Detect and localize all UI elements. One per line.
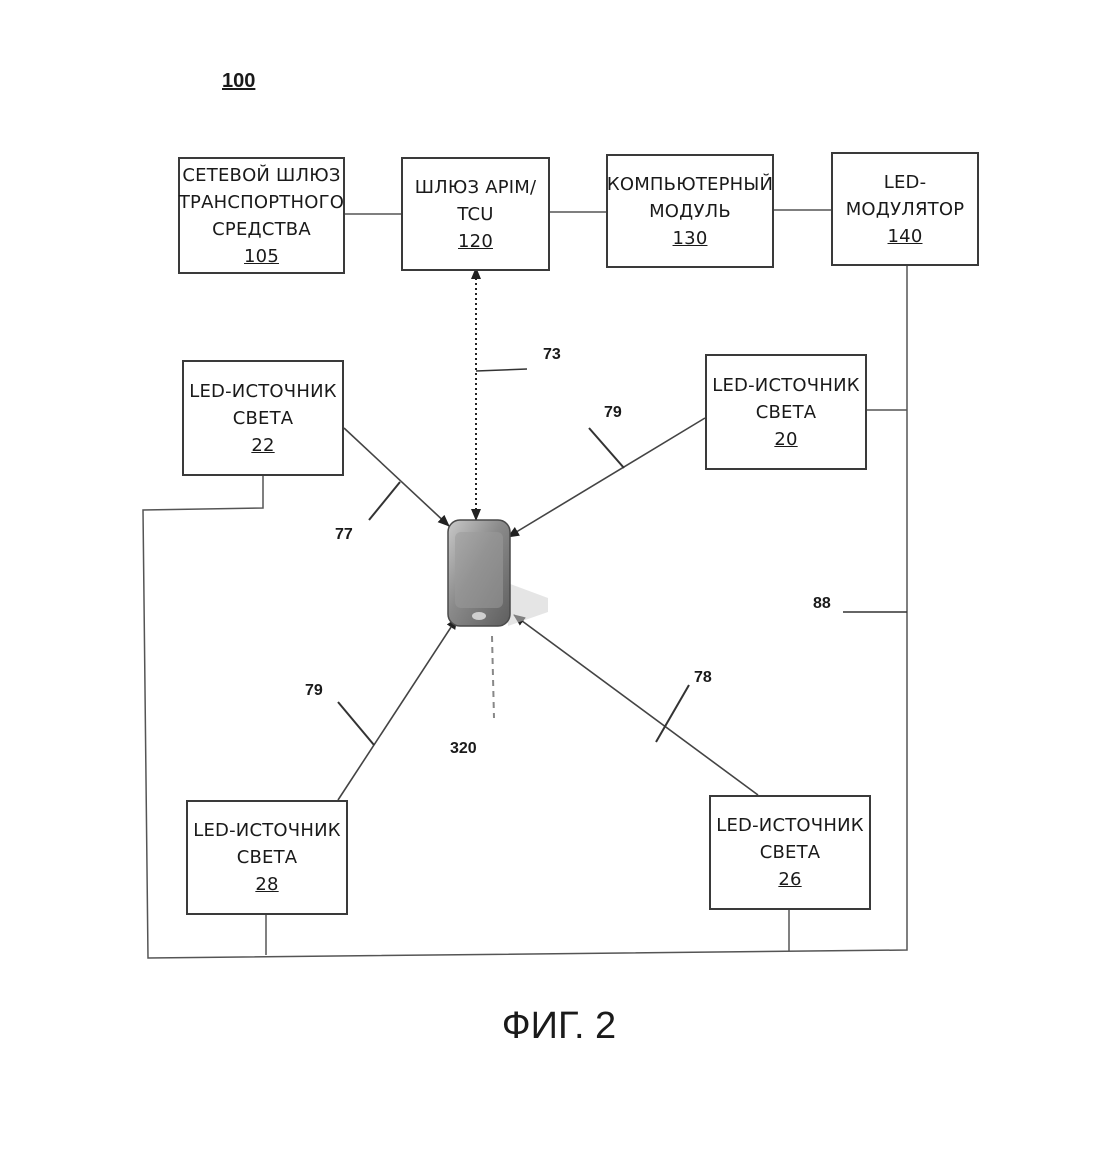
callout-77: 77 <box>335 526 353 543</box>
block-text: МОДУЛЯТОР <box>845 198 965 220</box>
block-ref: 120 <box>458 230 493 252</box>
figure-caption: ФИГ. 2 <box>501 1005 617 1047</box>
leader-77 <box>368 481 401 521</box>
led-light-source-20: LED-ИСТОЧНИК СВЕТА 20 <box>705 354 867 470</box>
block-text: ШЛЮЗ APIM/ <box>414 176 537 198</box>
system-reference: 100 <box>222 70 256 92</box>
callout-73: 73 <box>543 346 561 363</box>
block-text: МОДУЛЬ <box>649 200 731 222</box>
leader-73 <box>475 368 528 372</box>
block-ref: 140 <box>887 225 923 247</box>
beam-79-top <box>507 417 706 538</box>
block-text: СВЕТА <box>759 842 821 863</box>
callout-320: 320 <box>450 740 477 757</box>
mobile-device-320 <box>447 519 548 627</box>
block-text: СРЕДСТВА <box>212 218 311 240</box>
block-text: КОМПЬЮТЕРНЫЙ <box>606 173 774 195</box>
callout-79-bottom: 79 <box>305 682 323 699</box>
block-ref: 22 <box>251 434 275 456</box>
leader-78 <box>655 684 690 743</box>
block-text: LED-ИСТОЧНИК <box>712 374 860 396</box>
block-text: LED-ИСТОЧНИК <box>716 815 864 836</box>
block-text: СЕТЕВОЙ ШЛЮЗ <box>182 164 341 186</box>
leader-320 <box>491 635 495 719</box>
led-light-source-26: LED-ИСТОЧНИК СВЕТА 26 <box>709 795 871 910</box>
block-text: LED-ИСТОЧНИК <box>189 380 337 402</box>
block-ref: 130 <box>672 227 708 249</box>
bus-88 <box>142 266 908 959</box>
beam-79-bottom <box>337 617 458 801</box>
block-text: LED-ИСТОЧНИК <box>193 820 341 841</box>
leader-79-top <box>588 427 625 469</box>
led-light-source-22: LED-ИСТОЧНИК СВЕТА 22 <box>182 360 344 476</box>
block-ref: 20 <box>774 428 798 450</box>
callout-79-top: 79 <box>604 404 622 421</box>
block-text: СВЕТА <box>755 401 817 423</box>
led-modulator-block: LED- МОДУЛЯТОР 140 <box>831 152 979 266</box>
block-ref: 105 <box>244 245 279 267</box>
beam-78 <box>513 614 759 796</box>
vehicle-network-gateway-block: СЕТЕВОЙ ШЛЮЗ ТРАНСПОРТНОГО СРЕДСТВА 105 <box>178 157 345 274</box>
block-text: LED- <box>883 171 927 193</box>
block-ref: 28 <box>255 874 279 895</box>
leader-79-bottom <box>337 701 375 746</box>
block-text: СВЕТА <box>232 407 294 429</box>
callout-78: 78 <box>694 669 712 686</box>
callout-88: 88 <box>813 595 831 612</box>
block-text: СВЕТА <box>236 847 298 868</box>
apim-tcu-gateway-block: ШЛЮЗ APIM/ TCU 120 <box>401 157 550 271</box>
computer-module-block: КОМПЬЮТЕРНЫЙ МОДУЛЬ 130 <box>606 154 774 268</box>
block-text: TCU <box>457 203 494 225</box>
led-light-source-28: LED-ИСТОЧНИК СВЕТА 28 <box>186 800 348 915</box>
block-text: ТРАНСПОРТНОГО <box>178 191 345 213</box>
block-ref: 26 <box>778 869 802 890</box>
beam-77 <box>343 427 450 527</box>
